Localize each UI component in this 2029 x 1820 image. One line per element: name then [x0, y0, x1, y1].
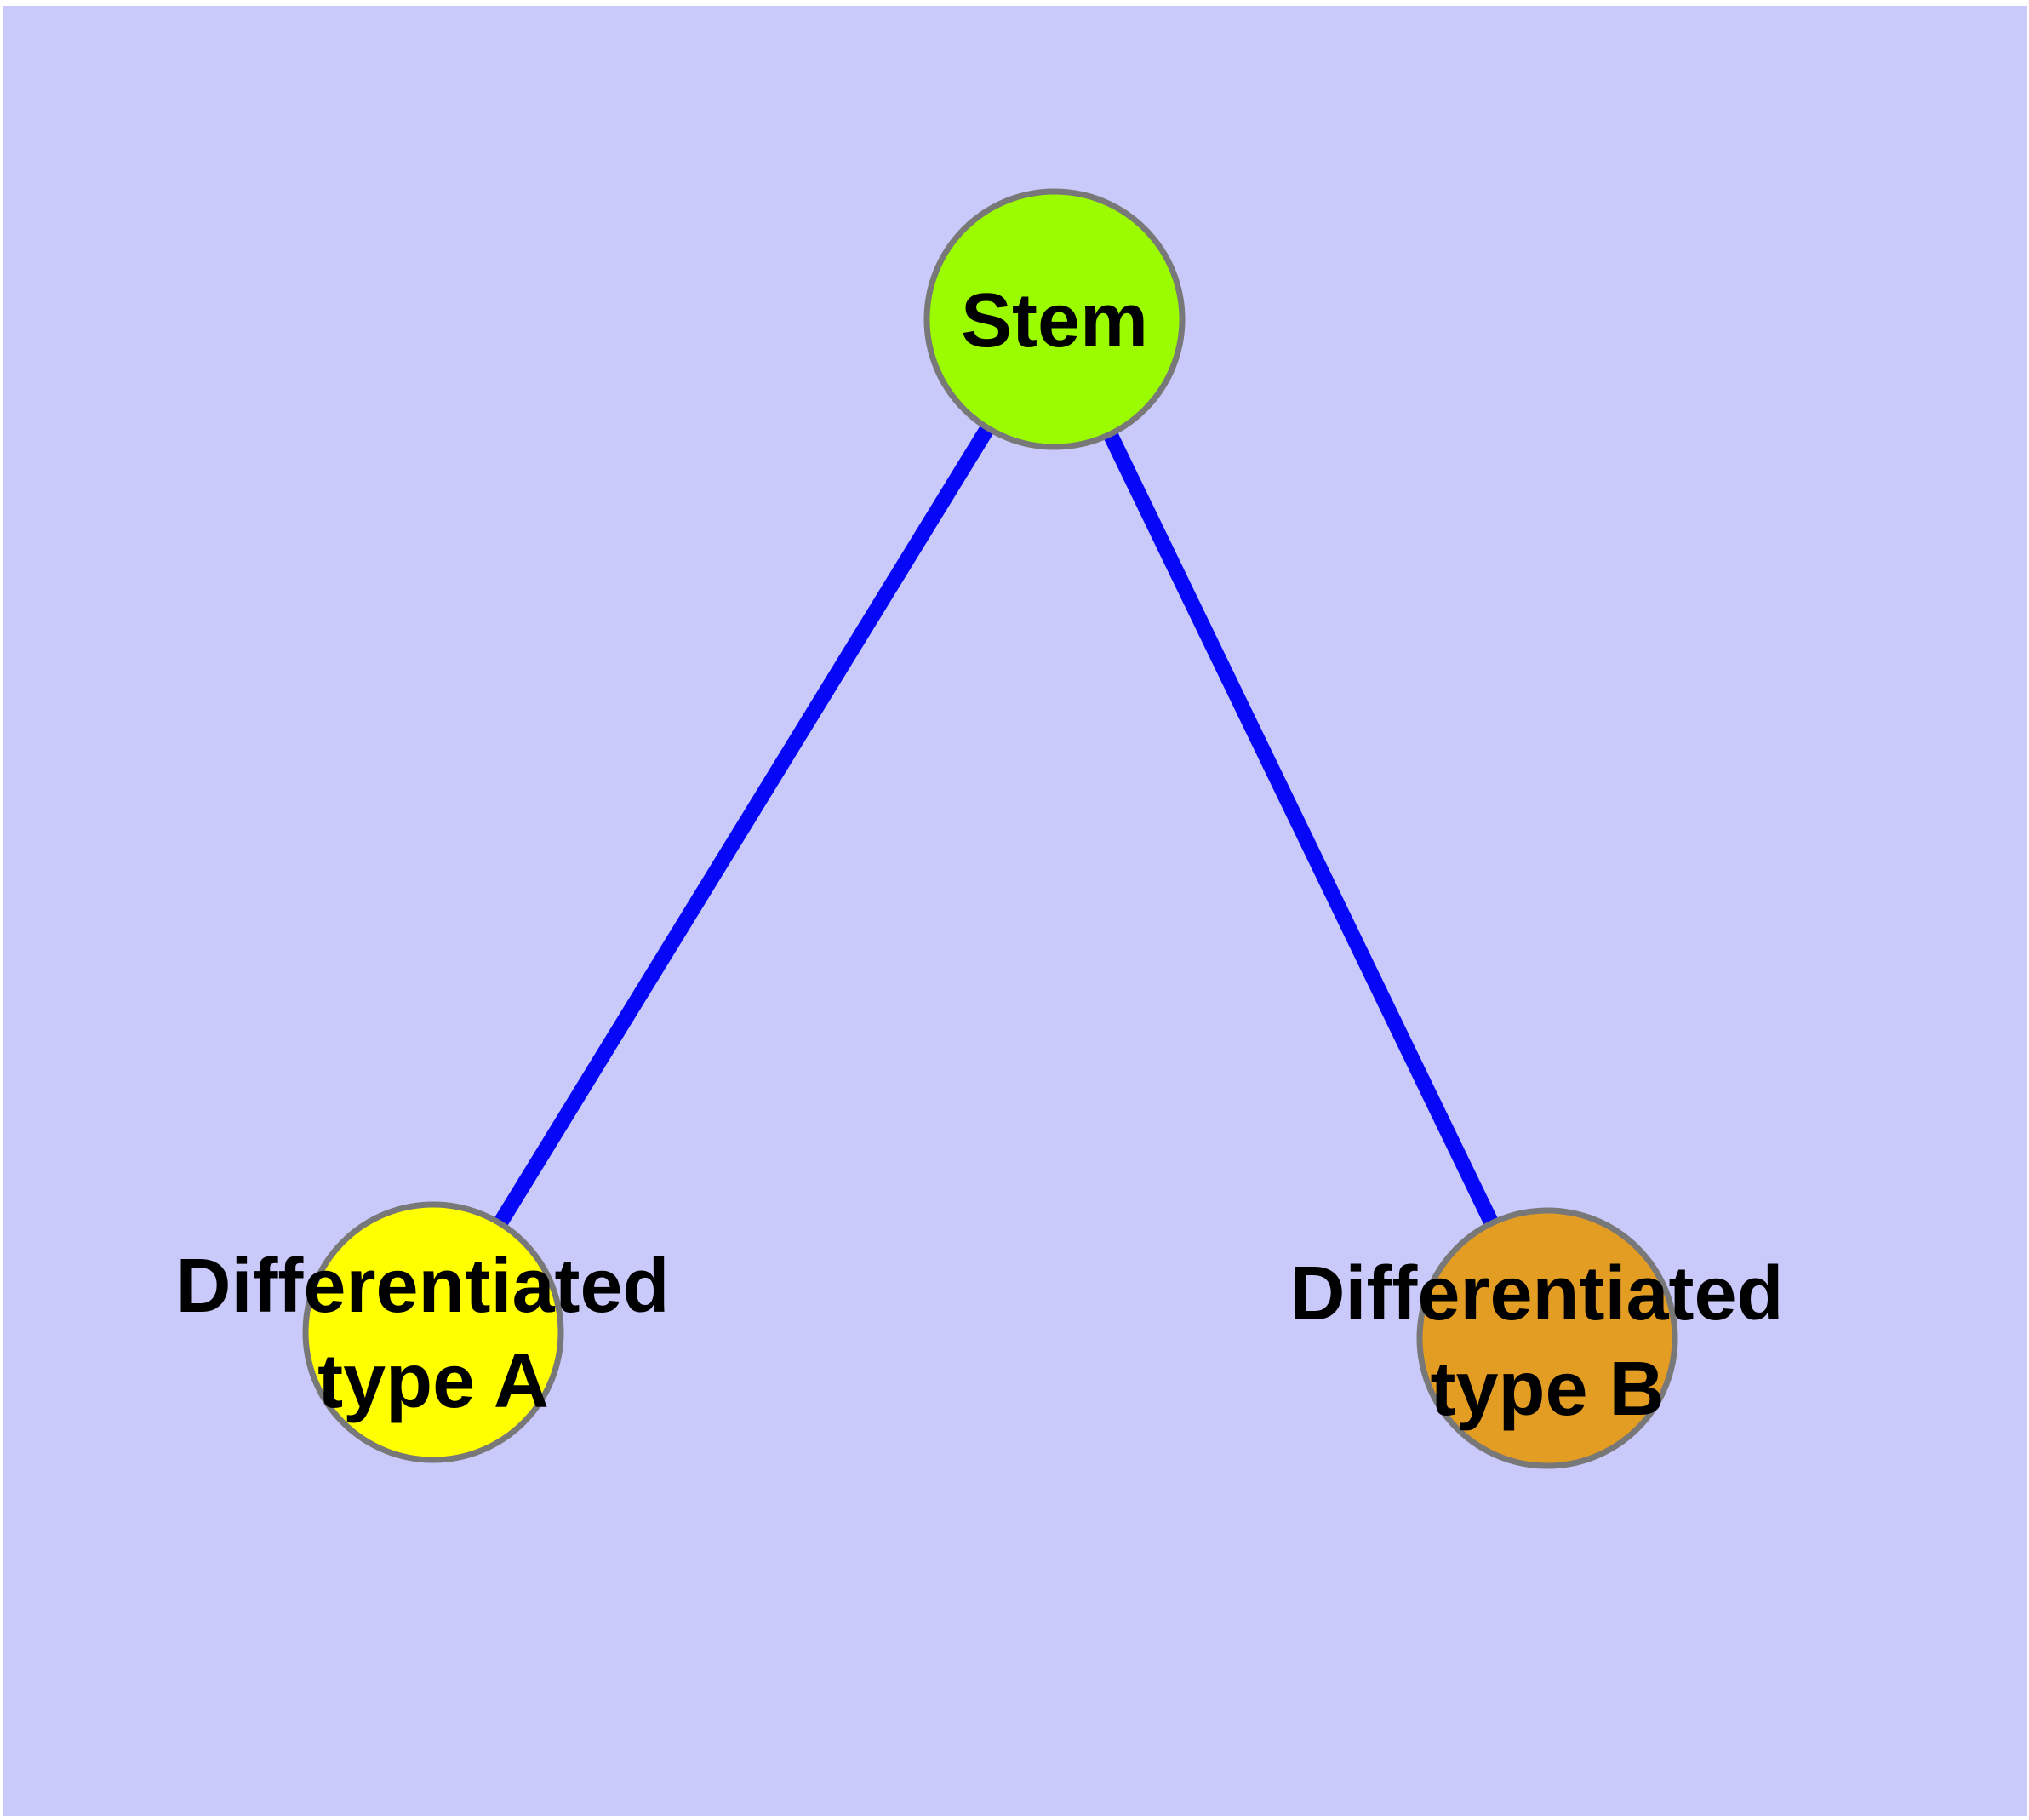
node-differentiated-type-b-label-line1: Differentiated — [1289, 1251, 1783, 1336]
node-differentiated-type-b-label: Differentiated type B — [1289, 1251, 1804, 1432]
node-differentiated-type-a[interactable] — [302, 1201, 564, 1463]
node-differentiated-type-a-label: Differentiated type A — [175, 1244, 690, 1424]
node-differentiated-type-b-label-line2: type B — [1430, 1347, 1664, 1432]
edge-stem-to-differentiated-type-b[interactable] — [1047, 316, 1555, 1342]
node-stem-label: Stem — [961, 278, 1148, 363]
node-differentiated-type-a-label-line2: type A — [317, 1339, 549, 1424]
node-stem[interactable] — [923, 188, 1186, 450]
node-stem-label-line: Stem — [961, 278, 1148, 363]
node-differentiated-type-b[interactable] — [1416, 1207, 1678, 1469]
edge-stem-to-differentiated-type-a[interactable] — [426, 315, 1061, 1336]
node-differentiated-type-a-label-line1: Differentiated — [175, 1244, 669, 1329]
